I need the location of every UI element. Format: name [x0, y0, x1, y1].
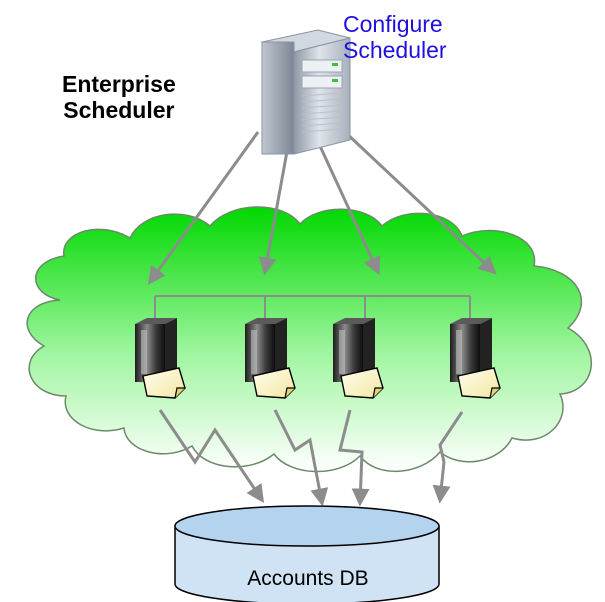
worker-bus [154, 295, 471, 318]
db-arrow [273, 409, 329, 507]
scheduler-label: Enterprise Scheduler [62, 71, 176, 124]
dispatch-arrows [147, 130, 497, 285]
worker-server-icon[interactable] [333, 318, 384, 399]
db-write-arrows [158, 409, 464, 507]
database-label: Accounts DB [247, 567, 369, 590]
scheduler-label-line1: Enterprise [62, 71, 176, 97]
worker-server-icon[interactable] [245, 318, 296, 399]
db-arrow [338, 409, 370, 507]
worker-servers [135, 318, 501, 399]
db-arrow [432, 411, 464, 504]
scheduler-server-icon[interactable] [260, 29, 351, 155]
db-arrow [158, 409, 265, 503]
dispatch-arrow [318, 145, 381, 276]
dispatch-arrow [343, 130, 497, 275]
worker-server-icon[interactable] [450, 318, 501, 399]
scheduler-label-line2: Scheduler [63, 96, 175, 123]
configure-label-line2: Scheduler [343, 36, 447, 63]
cloud-shape [26, 206, 592, 473]
cloud-network [26, 206, 592, 473]
worker-server-icon[interactable] [135, 318, 186, 399]
dispatch-arrow [147, 131, 260, 285]
database-cylinder-icon[interactable] [174, 505, 440, 602]
configure-label-line1: Configure [343, 11, 443, 37]
dispatch-arrow [258, 145, 290, 276]
configure-scheduler-label[interactable]: Configure Scheduler [343, 11, 447, 64]
